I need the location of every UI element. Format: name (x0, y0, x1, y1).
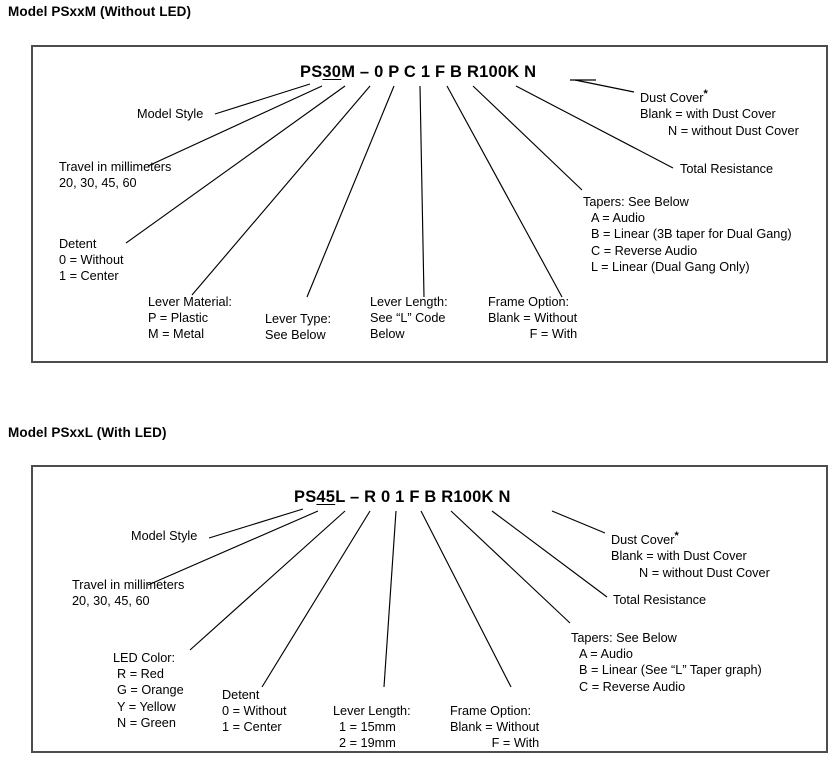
callout-lever-length-psxxl: Lever Length: 1 = 15mm 2 = 19mm (333, 704, 411, 751)
footnote-asterisk: * (703, 88, 708, 100)
callout-travel-psxxl: Travel in millimeters 20, 30, 45, 60 (72, 578, 185, 609)
callout-model-style-psxxm: Model Style (137, 107, 204, 121)
diagram-psxxl-heading: Model PSxxL (With LED) (8, 425, 167, 440)
callout-lever-material-psxxm: Lever Material: P = Plastic M = Metal (148, 295, 232, 342)
part-number-psxxl: PS45L – R 0 1 F B R100K N (294, 488, 511, 506)
callout-travel-psxxm: Travel in millimeters 20, 30, 45, 60 (59, 160, 172, 191)
callout-tapers-psxxl: Tapers: See Below A = Audio B = Linear (… (571, 631, 762, 694)
callout-frame-option-psxxm: Frame Option: Blank = Without F = With (488, 295, 578, 342)
callout-frame-option-psxxl: Frame Option: Blank = Without F = With (450, 704, 540, 751)
dust-cover-title: Dust Cover (640, 91, 704, 106)
part-number-psxxm: PS30M – 0 P C 1 F B R100K N (300, 63, 537, 81)
diagram-psxxm-heading: Model PSxxM (Without LED) (8, 4, 192, 19)
callout-lever-length-psxxm: Lever Length: See “L” Code Below (370, 295, 448, 342)
callout-tapers-psxxm: Tapers: See Below A = Audio B = Linear (… (583, 195, 792, 274)
callout-detent-psxxl: Detent 0 = Without 1 = Center (222, 688, 287, 735)
callout-total-resistance-psxxm: Total Resistance (680, 162, 774, 176)
callout-lever-type-psxxm: Lever Type: See Below (265, 312, 332, 343)
dust-cover-title: Dust Cover (611, 533, 675, 548)
footnote-asterisk: * (674, 530, 679, 542)
callout-dust-cover-psxxl: Dust Cover* Blank = with Dust Cover N = … (611, 530, 770, 580)
callout-led-color-psxxl: LED Color: R = Red G = Orange Y = Yellow… (113, 651, 184, 730)
callout-total-resistance-psxxl: Total Resistance (613, 593, 707, 607)
callout-model-style-psxxl: Model Style (131, 529, 198, 543)
callout-detent-psxxm: Detent 0 = Without 1 = Center (59, 237, 124, 284)
callout-dust-cover-psxxm: Dust Cover* Blank = with Dust Cover N = … (640, 88, 799, 138)
